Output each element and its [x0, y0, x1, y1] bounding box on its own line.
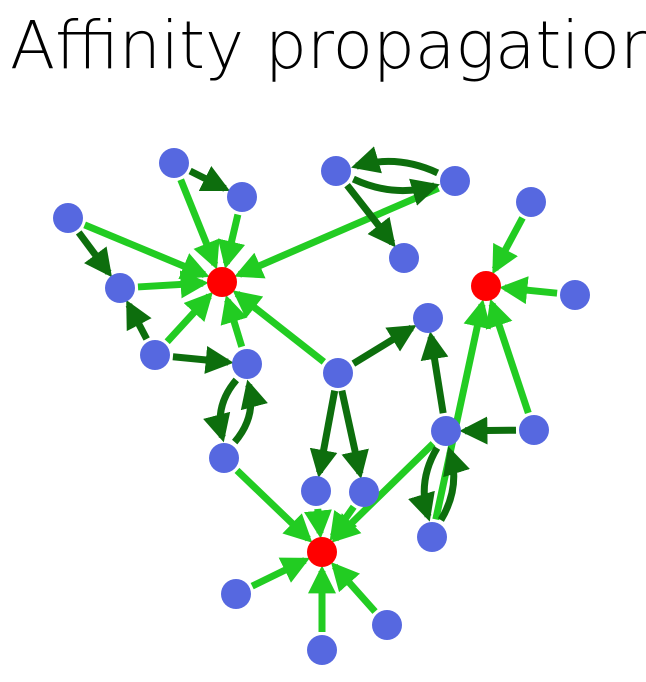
responsibility-arrow-p-a-to-e-left — [177, 178, 220, 270]
data-point-p-e — [140, 340, 170, 370]
responsibility-arrow-p-v-to-e-bottom — [330, 562, 378, 614]
data-point-p-p — [417, 522, 447, 552]
exemplar-point-e-bottom — [307, 537, 337, 567]
availability-arrow-p-l-to-p-p — [408, 446, 441, 522]
availability-arrow-p-f-to-p-j — [203, 377, 240, 443]
availability-arrow-p-p-to-p-l — [437, 446, 470, 522]
responsibility-arrow-p-e-to-e-left — [164, 291, 213, 345]
data-point-p-a — [159, 148, 189, 178]
responsibility-arrow-p-p-to-e-right — [432, 299, 491, 521]
data-point-p-h — [440, 166, 470, 196]
availability-arrow-p-l-to-p-m — [420, 331, 449, 414]
data-point-p-q — [519, 415, 549, 445]
data-point-p-b — [227, 182, 257, 212]
data-point-p-s — [301, 476, 331, 506]
responsibility-arrow-p-u-to-e-bottom — [250, 557, 310, 590]
responsibility-arrow-p-b-to-e-left — [217, 213, 246, 269]
responsibility-arrow-p-q-to-e-right — [485, 298, 532, 415]
responsibility-arrow-p-i-to-e-left — [232, 290, 326, 365]
responsibility-arrow-p-j-to-e-bottom — [234, 467, 313, 543]
exemplar-point-e-left — [207, 267, 237, 297]
data-point-p-u — [221, 579, 251, 609]
availability-arrow-p-e-to-p-d — [125, 299, 152, 341]
data-point-p-w — [307, 635, 337, 665]
data-point-p-c — [53, 203, 83, 233]
availability-arrow-p-h-to-p-g — [351, 146, 440, 177]
responsibility-arrow-p-c-to-e-left — [83, 221, 210, 280]
responsibility-arrow-p-s-to-e-bottom — [304, 508, 332, 539]
data-point-p-n — [516, 187, 546, 217]
responsibility-arrow-p-f-to-e-left — [220, 294, 248, 348]
responsibility-arrow-p-l-to-e-bottom — [331, 441, 436, 543]
availability-arrow-p-i-to-p-t — [338, 389, 369, 479]
responsibility-arrow-p-h-to-e-left — [234, 184, 440, 279]
availability-arrow-p-i-to-p-s — [309, 390, 339, 478]
data-point-p-k — [389, 243, 419, 273]
availability-arrow-p-a-to-p-b — [188, 165, 231, 192]
data-point-p-m — [413, 303, 443, 333]
responsibility-arrow-p-n-to-e-right — [491, 216, 526, 275]
data-point-p-v — [372, 610, 402, 640]
availability-arrow-p-g-to-p-h — [351, 175, 440, 206]
exemplar-point-e-right — [471, 271, 501, 301]
data-point-p-i — [323, 358, 353, 388]
data-point-p-g — [321, 156, 351, 186]
availability-arrow-p-e-to-p-f — [172, 346, 234, 374]
page-title: Affinity propagation — [10, 7, 646, 84]
data-point-p-o — [560, 280, 590, 310]
data-point-p-l — [431, 416, 461, 446]
data-point-p-f — [232, 349, 262, 379]
availability-arrow-p-g-to-p-k — [344, 183, 396, 248]
responsibility-arrow-p-d-to-e-left — [137, 270, 209, 299]
availability-arrow-p-c-to-p-d — [75, 230, 113, 278]
data-point-p-d — [105, 273, 135, 303]
data-point-p-t — [349, 477, 379, 507]
responsibility-arrow-p-o-to-e-right — [499, 276, 558, 305]
availability-arrow-p-i-to-p-m — [351, 324, 417, 367]
availability-arrow-p-q-to-p-l — [459, 416, 517, 445]
availability-arrow-p-j-to-p-f — [231, 379, 268, 445]
data-point-p-j — [209, 443, 239, 473]
